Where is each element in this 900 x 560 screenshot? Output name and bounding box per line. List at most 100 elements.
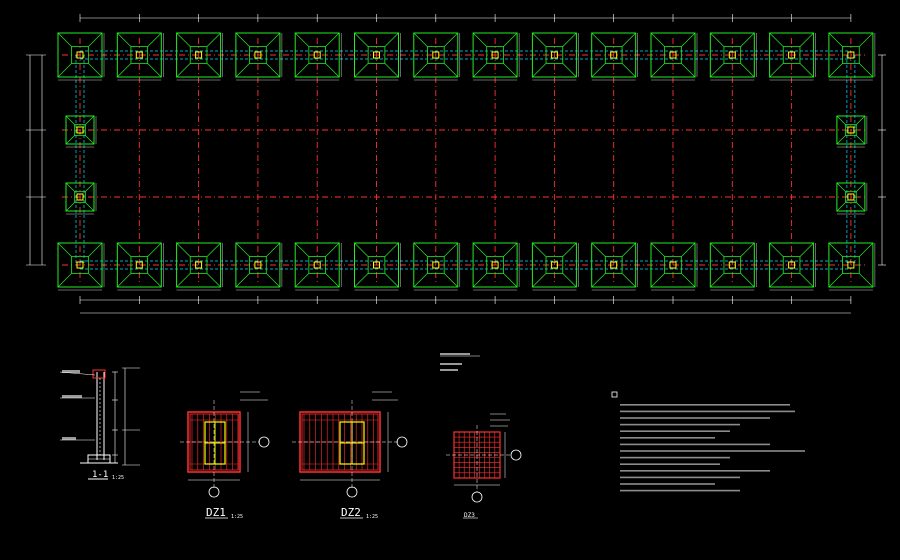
footing-slope-line: [503, 273, 518, 288]
footing-slope-line: [859, 63, 874, 78]
footing-pedestal: [545, 256, 564, 274]
footing-slope-line: [503, 242, 518, 257]
footing-slope-line: [85, 115, 95, 125]
footing-slope-line: [325, 32, 340, 47]
footing-pedestal: [782, 256, 801, 274]
footing-pedestal: [842, 256, 860, 274]
footing-slope-line: [740, 32, 755, 47]
footing-pedestal: [308, 46, 326, 64]
footing: [354, 32, 401, 81]
footing-slope-line: [828, 32, 843, 47]
footing-slope-line: [769, 242, 784, 257]
column-stub: [610, 51, 618, 59]
footing-outline: [709, 32, 755, 78]
footing-slope-line: [836, 182, 846, 192]
footing-slope-line: [681, 273, 696, 288]
footing-pedestal: [367, 256, 386, 274]
footing: [413, 32, 460, 81]
footing-pedestal: [189, 256, 208, 274]
footing: [709, 242, 757, 291]
column-stub: [135, 261, 143, 269]
footing-slope-line: [591, 63, 606, 78]
section-scale-label: 1:25: [112, 475, 124, 481]
footing-slope-line: [859, 32, 874, 47]
footing-slope-line: [532, 63, 547, 78]
footing-outline: [531, 32, 577, 78]
column-stub: [76, 51, 84, 59]
footing-slope-line: [591, 273, 606, 288]
footing-slope-line: [836, 135, 846, 145]
footing-slope-line: [769, 32, 784, 47]
footing-slope-line: [740, 273, 755, 288]
footing-slope-line: [532, 242, 547, 257]
column-stub: [847, 261, 855, 269]
footing-slope-line: [681, 32, 696, 47]
footing-pedestal: [71, 256, 89, 274]
footing-slope-line: [65, 115, 75, 125]
footing-group: [57, 32, 876, 291]
footing-pedestal: [249, 46, 267, 64]
footing-pedestal: [723, 46, 742, 64]
footing-pedestal: [604, 46, 623, 64]
footing-slope-line: [65, 182, 75, 192]
dz1-label: DZ1: [206, 506, 226, 519]
footing: [591, 32, 638, 81]
footing-slope-line: [384, 242, 399, 257]
column-stub: [76, 126, 84, 134]
footing-outline: [354, 32, 399, 78]
footing-slope-line: [836, 115, 846, 125]
footing-slope-line: [266, 32, 281, 47]
footing-slope-line: [621, 32, 636, 47]
plan-dimension-lines: [26, 14, 886, 314]
notes-heading-mark: [611, 391, 618, 398]
footing-slope-line: [206, 273, 221, 288]
footing: [235, 32, 283, 81]
footing: [769, 242, 816, 291]
footing-slope-line: [354, 32, 369, 47]
footing-outline: [57, 242, 103, 288]
footing-outline: [413, 32, 459, 78]
footing-slope-line: [65, 202, 75, 212]
footing-slope-line: [235, 63, 250, 78]
footing-slope-line: [176, 242, 191, 257]
column-stub: [550, 261, 558, 269]
footing-slope-line: [859, 242, 874, 257]
footing-outline: [836, 115, 866, 145]
footing-outline: [235, 242, 281, 288]
footing: [413, 242, 460, 291]
footing-slope-line: [384, 32, 399, 47]
footing-slope-line: [740, 63, 755, 78]
footing-slope-line: [650, 242, 665, 257]
footing-outline: [650, 242, 696, 288]
footing-slope-line: [294, 273, 310, 288]
footing-slope-line: [354, 242, 369, 257]
column-stub: [373, 51, 380, 59]
column-stub: [432, 261, 440, 269]
footing-slope-line: [384, 63, 399, 78]
footing-slope-line: [117, 32, 132, 47]
footing-outline: [57, 32, 103, 78]
footing-slope-line: [88, 32, 103, 47]
footing-slope-line: [206, 242, 221, 257]
footing: [836, 115, 868, 148]
footing-pedestal: [723, 256, 742, 274]
footing-slope-line: [147, 32, 162, 47]
footing: [294, 242, 342, 291]
note-line: [620, 417, 770, 419]
footing-slope-line: [117, 63, 132, 78]
footing: [828, 242, 876, 291]
column-stub: [373, 261, 380, 269]
footing-slope-line: [206, 32, 221, 47]
footing-slope-line: [855, 135, 866, 145]
footing-slope-line: [235, 32, 250, 47]
footing-slope-line: [836, 202, 846, 212]
footing-slope-line: [88, 273, 103, 288]
footing-outline: [116, 242, 162, 288]
footing-slope-line: [621, 63, 636, 78]
footing-slope-line: [176, 273, 191, 288]
footing-pedestal: [130, 46, 149, 64]
footing: [591, 242, 638, 291]
footing-outline: [836, 182, 866, 212]
footing-slope-line: [650, 32, 665, 47]
